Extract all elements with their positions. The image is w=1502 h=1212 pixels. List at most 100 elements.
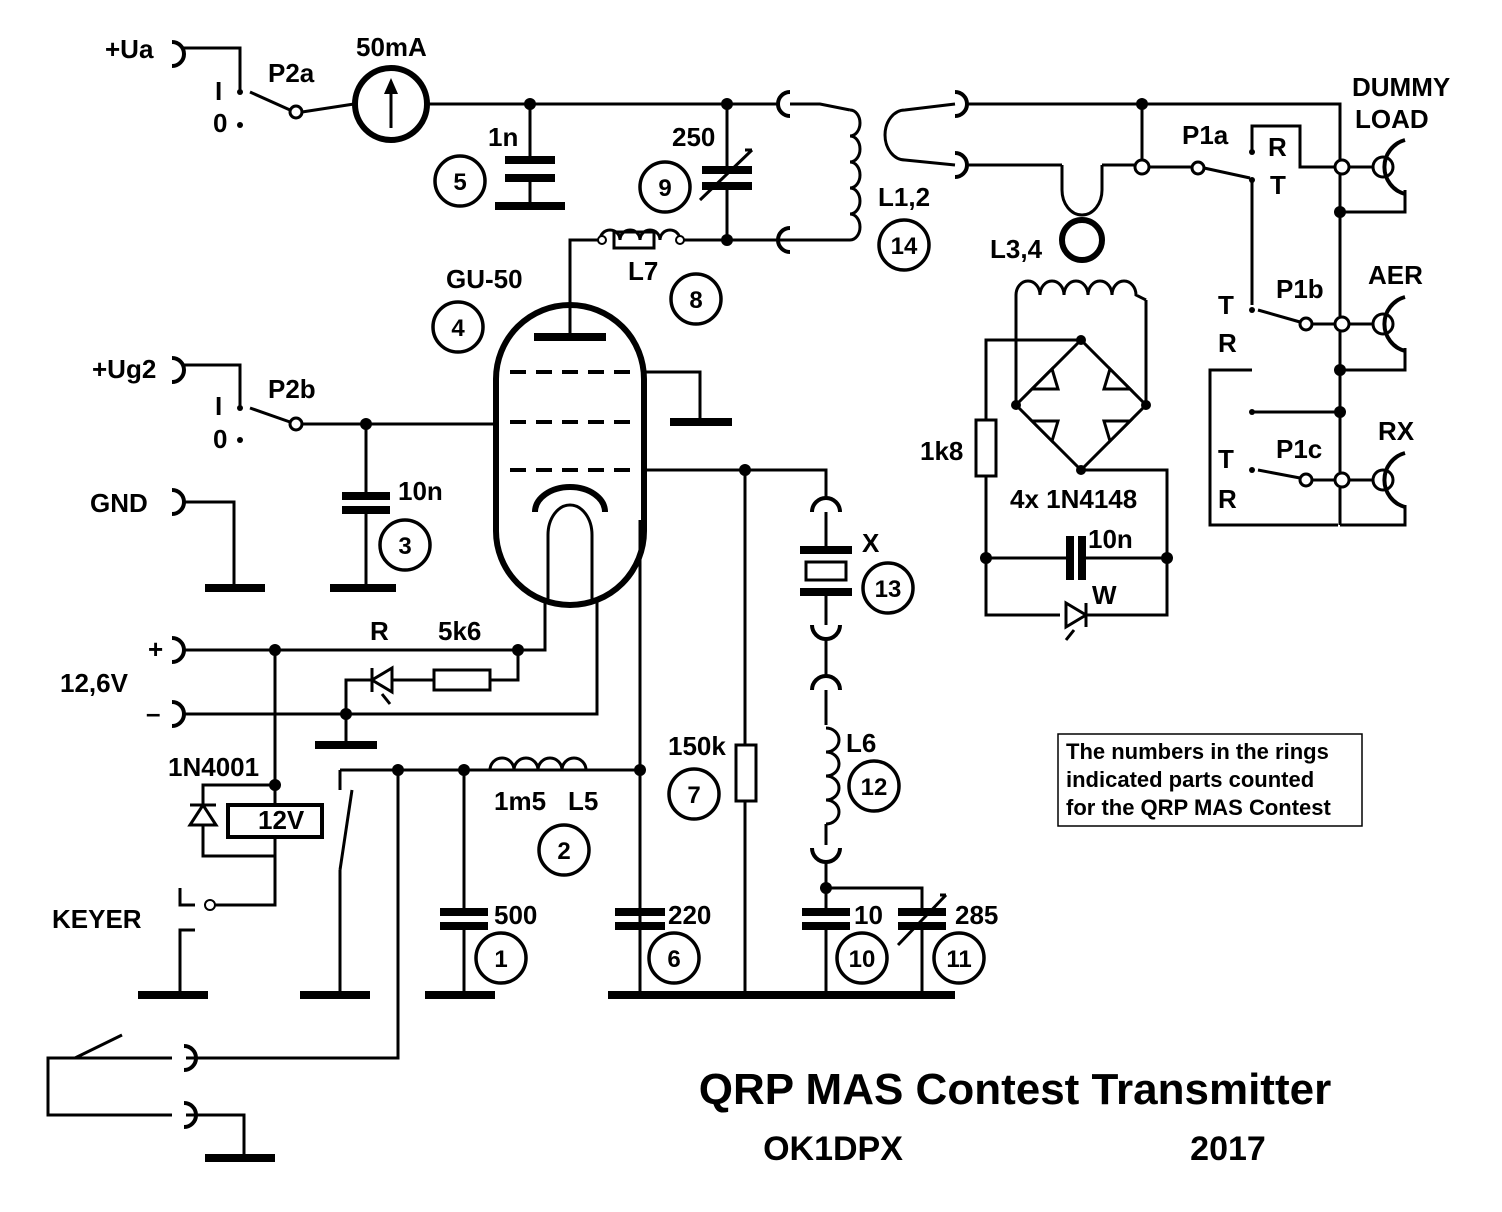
resistor-1k8 (974, 418, 998, 558)
part-ring-14: 14 (877, 218, 931, 272)
l7-label: L7 (628, 256, 658, 286)
led-indicator-r (315, 650, 520, 749)
r-5k6-label: 5k6 (438, 616, 481, 646)
diode-1n4001-label: 1N4001 (168, 752, 259, 782)
connector-aer (1333, 295, 1406, 353)
inductor-l7 (597, 228, 790, 250)
switch-p1b (1249, 307, 1335, 332)
capacitor-285-variable (826, 886, 948, 995)
switch-p1a (1190, 124, 1335, 305)
p2a-off-label: 0 (213, 108, 227, 138)
p2b-on-label: I (215, 391, 222, 421)
p1c-r-label: R (1218, 484, 1237, 514)
relay-label: 12V (258, 805, 305, 835)
part-ring-3: 3 (378, 518, 432, 572)
p1b-label: P1b (1276, 274, 1324, 304)
part-ring-2: 2 (537, 823, 591, 877)
switch-p2b (237, 405, 496, 443)
capacitor-220 (615, 908, 665, 930)
svg-text:4: 4 (451, 315, 465, 342)
tube-gu50 (493, 302, 745, 995)
p1a-r-label: R (1268, 132, 1287, 162)
coil-l34 (1014, 165, 1148, 405)
part-ring-7: 7 (667, 767, 721, 821)
svg-text:12: 12 (861, 774, 888, 801)
l5-value-label: 1m5 (494, 786, 546, 816)
year-label: 2017 (1190, 1130, 1266, 1168)
p1a-t-label: T (1270, 170, 1286, 200)
p2b-label: P2b (268, 374, 316, 404)
dummy-load-label-1: DUMMY (1352, 72, 1450, 102)
p1a-label: P1a (1182, 120, 1229, 150)
part-ring-4: 4 (431, 300, 485, 354)
svg-text:5: 5 (453, 169, 466, 196)
p1b-r-label: R (1218, 328, 1237, 358)
svg-text:11: 11 (946, 946, 971, 973)
svg-text:3: 3 (398, 533, 411, 560)
svg-text:9: 9 (658, 175, 671, 202)
jack-gnd (171, 488, 265, 592)
part-ring-6: 6 (647, 931, 701, 985)
part-ring-8: 8 (669, 272, 723, 326)
svg-text:6: 6 (667, 946, 680, 973)
junction (269, 779, 281, 791)
part-ring-11: 11 (932, 931, 986, 985)
inductor-l5 (488, 756, 588, 771)
ammeter (352, 65, 430, 143)
note-line-1: The numbers in the rings (1066, 739, 1329, 764)
note-box: The numbers in the rings indicated parts… (1057, 733, 1363, 827)
junction (634, 764, 646, 776)
switch-p1c (1208, 368, 1338, 527)
heater-minus-label: – (146, 698, 160, 728)
svg-text:1: 1 (494, 946, 507, 973)
c-250-label: 250 (672, 122, 715, 152)
c-10-label: 10 (854, 900, 883, 930)
supply-ua-label: +Ua (105, 34, 154, 64)
connector-dummy-load (1333, 138, 1406, 196)
capacitor-10n-g2 (330, 424, 396, 592)
diode-bridge (984, 335, 1169, 558)
switch-p2a (237, 89, 355, 128)
svg-text:8: 8 (689, 287, 702, 314)
crystal-x (745, 468, 852, 725)
capacitor-1n (495, 104, 565, 210)
p2b-off-label: 0 (213, 424, 227, 454)
heater-plus-label: + (148, 634, 163, 664)
part-ring-5: 5 (433, 154, 487, 208)
svg-text:14: 14 (891, 233, 918, 260)
supply-gnd-label: GND (90, 488, 148, 518)
c-10n-g2-label: 10n (398, 476, 443, 506)
c-500-label: 500 (494, 900, 537, 930)
c-10n-ind-label: 10n (1088, 524, 1133, 554)
jack-ua (171, 40, 242, 92)
aer-label: AER (1368, 260, 1423, 290)
resistor-150k (734, 470, 758, 995)
p2a-label: P2a (268, 58, 315, 88)
coil-l12 (776, 90, 969, 254)
dummy-load-label-2: LOAD (1355, 104, 1429, 134)
c-1n-label: 1n (488, 122, 518, 152)
relay-12v (187, 650, 324, 911)
l6-label: L6 (846, 728, 876, 758)
c-285-label: 285 (955, 900, 998, 930)
r-led-label: R (370, 616, 389, 646)
junction (721, 234, 733, 246)
p1c-t-label: T (1218, 444, 1234, 474)
rx-label: RX (1378, 416, 1415, 446)
r-1k8-label: 1k8 (920, 436, 963, 466)
l34-label: L3,4 (990, 234, 1043, 264)
crystal-label: X (862, 528, 880, 558)
part-ring-9: 9 (638, 160, 692, 214)
svg-text:2: 2 (557, 838, 570, 865)
r-150k-label: 150k (668, 731, 726, 761)
p2a-on-label: I (215, 76, 222, 106)
part-ring-1: 1 (474, 931, 528, 985)
p1c-label: P1c (1276, 434, 1322, 464)
tube-label: GU-50 (446, 264, 523, 294)
note-line-3: for the QRP MAS Contest (1066, 795, 1332, 820)
coax-ground-rail (1334, 174, 1407, 527)
supply-ug2-label: +Ug2 (92, 354, 156, 384)
note-line-2: indicated parts counted (1066, 767, 1314, 792)
inductor-l6 (810, 726, 842, 888)
